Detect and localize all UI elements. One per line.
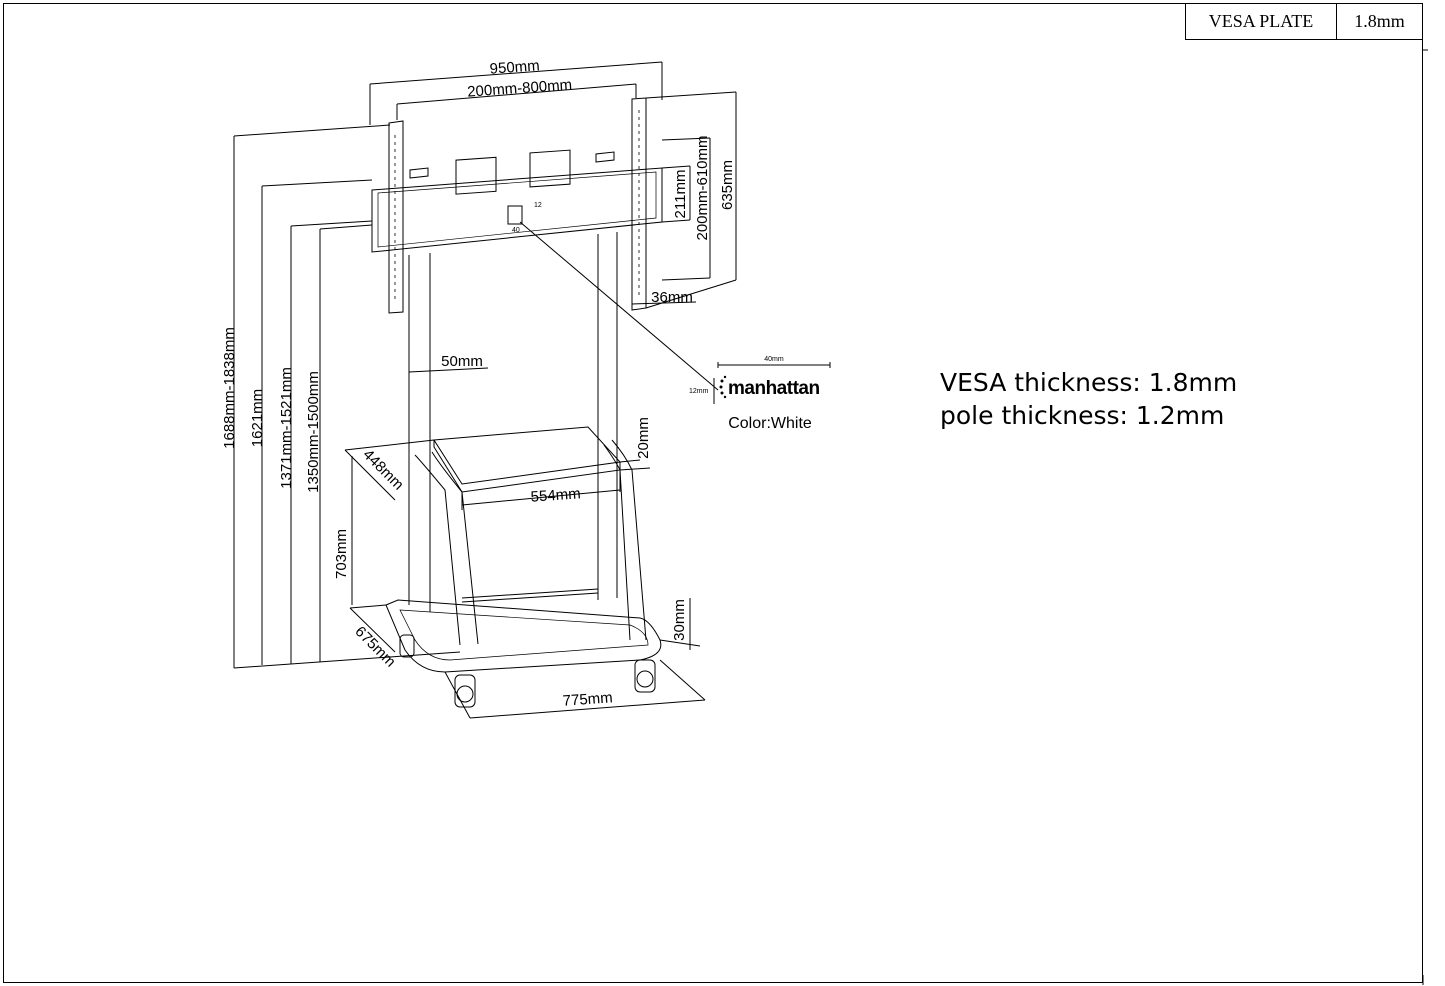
base-frame [385, 599, 662, 673]
label-base-depth: 675mm [351, 623, 398, 670]
shelf-left-support [414, 454, 461, 646]
label-base-width: 775mm [562, 689, 613, 709]
label-base-height: 30mm [671, 599, 688, 641]
left-bracket-arm [388, 120, 404, 314]
logo-width-label: 40mm [764, 356, 784, 363]
label-pole-width: 50mm [441, 353, 483, 370]
plate-cutout-left [455, 156, 497, 195]
dim-line-200-800 [396, 83, 637, 105]
label-shelf-depth: 448mm [359, 446, 406, 493]
label-bracket-height: 635mm [719, 160, 736, 210]
logo-color-label: Color:White [728, 415, 812, 432]
plate-cutout-right [529, 149, 571, 188]
title-block: VESA PLATE 1.8mm [1185, 3, 1423, 40]
plate-detail [507, 205, 523, 225]
shelf-top [433, 426, 622, 485]
spec-notes: VESA thickness: 1.8mm pole thickness: 1.… [940, 366, 1237, 432]
logo-brand: manhattan [728, 378, 820, 399]
dim-line-950 [369, 61, 663, 85]
label-shelf-width: 554mm [530, 485, 581, 505]
title-block-value: 1.8mm [1354, 10, 1405, 31]
logo-height-label: 12mm [689, 388, 709, 395]
label-vesa-range-v: 200mm-610mm [694, 135, 711, 240]
label-plate-height: 211mm [672, 170, 689, 219]
vesa-plate [371, 167, 663, 253]
logo-dots-icon [719, 375, 727, 399]
label-shelf-thickness: 20mm [635, 417, 652, 459]
drawing-frame [3, 3, 1423, 983]
label-total-height: 1688mm-1838mm [221, 327, 238, 449]
shelf-right-support [611, 439, 647, 641]
label-shelf-height: 703mm [333, 529, 350, 579]
label-plate-detail-40: 40 [512, 227, 520, 234]
wheels [399, 634, 656, 708]
label-height-1350: 1350mm-1500mm [305, 371, 322, 493]
label-height-1621: 1621mm [249, 389, 266, 447]
label-vesa-range-h: 200mm-800mm [467, 76, 573, 100]
label-plate-detail-12: 12 [534, 202, 542, 209]
title-block-label: VESA PLATE [1186, 3, 1337, 39]
note-vesa-thickness: VESA thickness: 1.8mm [940, 368, 1238, 397]
label-bracket-depth: 36mm [651, 289, 693, 306]
label-height-1371: 1371mm-1521mm [278, 367, 295, 489]
note-pole-thickness: pole thickness: 1.2mm [940, 401, 1225, 430]
label-overall-width: 950mm [489, 57, 540, 77]
